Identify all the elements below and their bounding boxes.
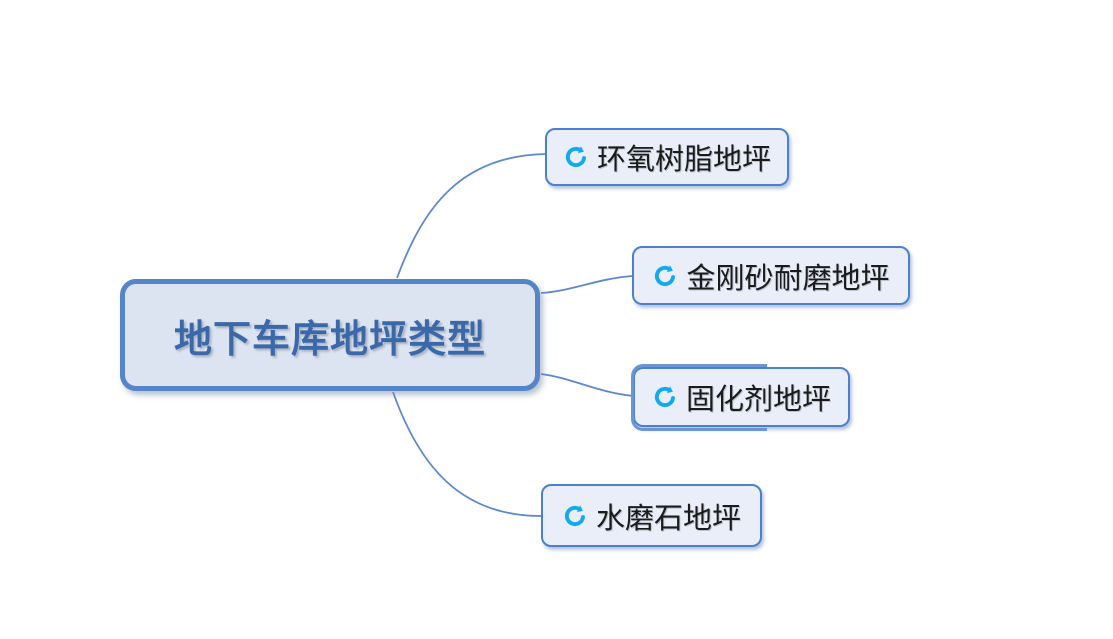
connector-root-to-subtopic-4 [392,391,542,517]
refresh-marker-icon[interactable] [652,263,678,289]
subtopic-label: 固化剂地坪 [685,384,831,416]
refresh-marker-icon[interactable] [562,503,588,529]
subtopic-label: 水磨石地坪 [595,502,741,535]
subtopic-emery-wear-resistant-floor[interactable]: 金刚砂耐磨地坪 [632,246,910,305]
refresh-marker-icon[interactable] [652,384,678,410]
connector-root-to-subtopic-2 [540,275,633,294]
subtopic-terrazzo-floor[interactable]: 水磨石地坪 [541,484,762,547]
root-topic[interactable]: 地下车库地坪类型 [120,279,540,391]
subtopic-label: 环氧树脂地坪 [596,144,771,176]
connector-root-to-subtopic-1 [396,153,546,279]
subtopic-epoxy-resin-floor[interactable]: 环氧树脂地坪 [545,128,789,186]
subtopic-label: 金刚砂耐磨地坪 [686,262,890,295]
refresh-marker-icon[interactable] [563,144,589,170]
connector-root-to-subtopic-3 [540,373,634,397]
root-topic-label: 地下车库地坪类型 [173,318,486,361]
subtopic-curing-agent-floor[interactable]: 固化剂地坪 [633,367,850,427]
